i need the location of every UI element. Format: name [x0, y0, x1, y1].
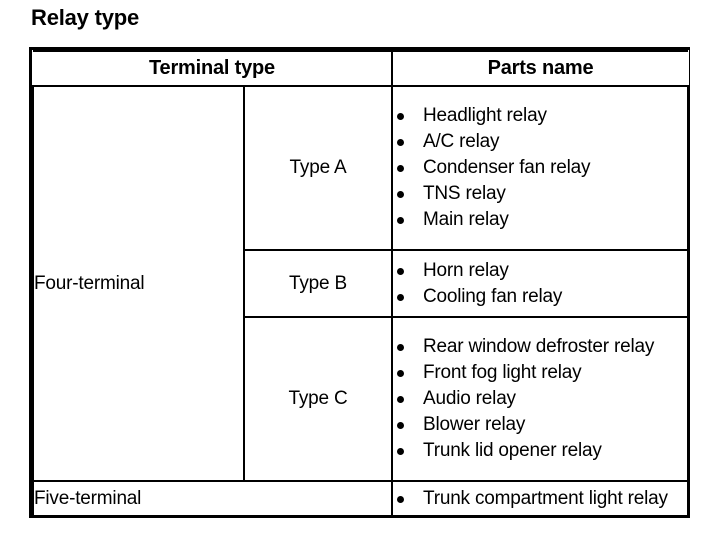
- list-item: Cooling fan relay: [393, 284, 687, 310]
- table-row: Four-terminal Type A Headlight relay A/C…: [32, 84, 689, 483]
- list-item: Horn relay: [393, 258, 687, 284]
- table-row: Five-terminal Trunk compartment light re…: [32, 480, 689, 515]
- relay-type-table: Terminal type Parts name Four-terminal T…: [29, 47, 690, 518]
- list-item: Front fog light relay: [393, 360, 687, 386]
- table-body: Four-terminal Type A Headlight relay A/C…: [32, 84, 689, 515]
- header-row: Terminal type Parts name: [33, 50, 688, 87]
- list-item: Headlight relay: [393, 103, 687, 129]
- cell-parts-type-c: Rear window defroster relay Front fog li…: [391, 316, 689, 483]
- list-item: A/C relay: [393, 129, 687, 155]
- list-item: Trunk lid opener relay: [393, 438, 687, 464]
- part-name: Front fog light relay: [423, 362, 582, 384]
- bullet-dot-icon: [397, 165, 404, 173]
- part-name: Rear window defroster relay: [423, 336, 655, 358]
- bullet-dot-icon: [397, 344, 404, 352]
- cell-parts-type-a: Headlight relay A/C relay Condenser fan …: [391, 84, 689, 252]
- cell-terminal-five-terminal: Five-terminal: [32, 480, 393, 515]
- bullet-dot-icon: [397, 217, 404, 225]
- column-header-parts-name: Parts name: [391, 50, 688, 87]
- bullet-dot-icon: [397, 448, 404, 456]
- part-name: Audio relay: [423, 388, 516, 410]
- bullet-dot-icon: [397, 267, 404, 275]
- bullet-dot-icon: [397, 293, 404, 301]
- table-header: Terminal type Parts name: [33, 50, 688, 87]
- parts-list: Headlight relay A/C relay Condenser fan …: [393, 103, 687, 233]
- part-name: Trunk lid opener relay: [423, 440, 602, 462]
- part-name: A/C relay: [423, 131, 500, 153]
- list-item: Rear window defroster relay: [393, 334, 687, 360]
- part-name: Condenser fan relay: [423, 157, 591, 179]
- column-header-terminal-type: Terminal type: [33, 50, 393, 87]
- bullet-dot-icon: [397, 370, 404, 378]
- page-title: Relay type: [31, 5, 140, 30]
- bullet-dot-icon: [397, 396, 404, 404]
- list-item: Blower relay: [393, 412, 687, 438]
- bullet-dot-icon: [397, 495, 404, 503]
- table-row: Type B Horn relay Cooling fan relay: [33, 249, 689, 319]
- bullet-dot-icon: [397, 139, 404, 147]
- cell-parts-type-b: Horn relay Cooling fan relay: [391, 249, 689, 319]
- part-name: Cooling fan relay: [423, 285, 563, 307]
- list-item: Trunk compartment light relay: [393, 486, 687, 512]
- list-item: TNS relay: [393, 181, 687, 207]
- table: Terminal type Parts name Four-terminal T…: [32, 50, 689, 515]
- cell-type-a: Type A: [243, 84, 393, 252]
- part-name: Trunk compartment light relay: [423, 487, 668, 509]
- part-name: Horn relay: [423, 259, 509, 281]
- cell-terminal-four-terminal: Four-terminal: [32, 84, 245, 483]
- parts-list: Trunk compartment light relay: [393, 486, 687, 512]
- part-name: Headlight relay: [423, 105, 547, 127]
- part-name: Main relay: [423, 209, 509, 231]
- parts-list: Horn relay Cooling fan relay: [393, 258, 687, 310]
- bullet-dot-icon: [397, 113, 404, 121]
- cell-type-c: Type C: [243, 316, 393, 483]
- part-name: TNS relay: [423, 183, 506, 205]
- cell-parts-five-terminal: Trunk compartment light relay: [391, 480, 689, 515]
- table-row: Type C Rear window defroster relay Front…: [33, 316, 689, 483]
- parts-list: Rear window defroster relay Front fog li…: [393, 334, 687, 464]
- list-item: Audio relay: [393, 386, 687, 412]
- bullet-dot-icon: [397, 191, 404, 199]
- list-item: Main relay: [393, 207, 687, 233]
- bullet-dot-icon: [397, 422, 404, 430]
- list-item: Condenser fan relay: [393, 155, 687, 181]
- cell-type-b: Type B: [243, 249, 393, 319]
- part-name: Blower relay: [423, 414, 526, 436]
